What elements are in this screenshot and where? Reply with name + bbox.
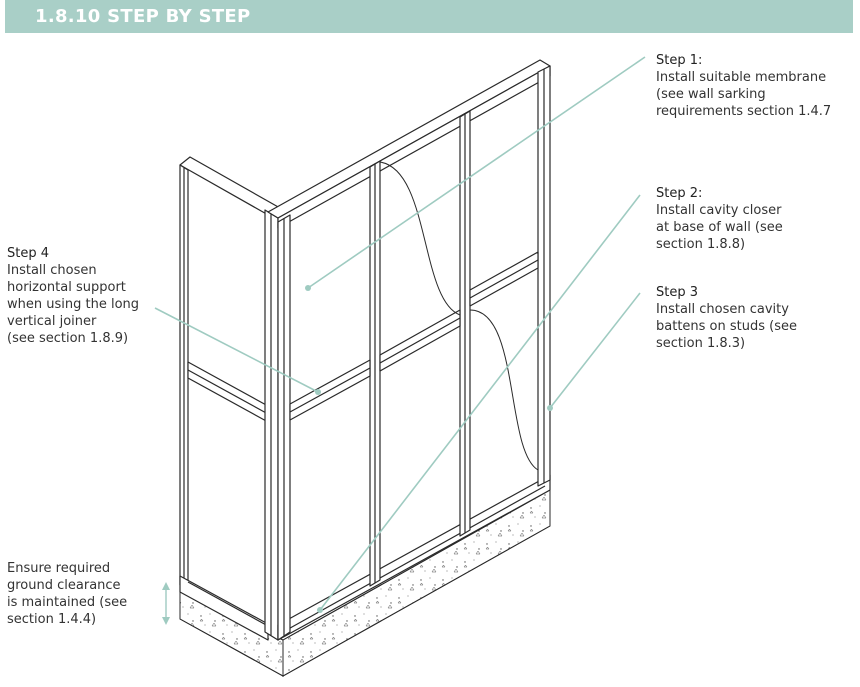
step2-line: Install cavity closer — [656, 203, 782, 218]
leader-dots — [305, 285, 553, 613]
step1-line: Install suitable membrane — [656, 70, 827, 85]
ground-clearance-line: is maintained (see — [7, 595, 128, 610]
step4-line: when using the long — [7, 297, 140, 312]
step1-line: (see wall sarking — [656, 87, 766, 102]
ground-clearance-line: section 1.4.4) — [7, 612, 97, 627]
step4-heading: Step 4 — [7, 246, 50, 261]
step4-line: horizontal support — [7, 280, 126, 295]
leader-lines — [154, 56, 646, 611]
step4-line: Install chosen — [7, 263, 97, 278]
step3-line: Install chosen cavity — [656, 302, 789, 317]
step4-callout: Step 4 Install chosen horizontal support… — [7, 245, 139, 347]
timber-frame — [179, 59, 551, 641]
step4-line: vertical joiner — [7, 314, 97, 329]
step3-line: battens on studs (see — [656, 319, 797, 334]
ground-clearance-line: Ensure required — [7, 561, 111, 576]
step3-line: section 1.8.3) — [656, 336, 746, 351]
sarking-membrane-edge — [379, 161, 539, 471]
step1-line: requirements section 1.4.7 — [656, 104, 832, 119]
step1-heading: Step 1: — [656, 53, 703, 68]
step2-line: section 1.8.8) — [656, 237, 746, 252]
step3-heading: Step 3 — [656, 285, 699, 300]
step4-line: (see section 1.8.9) — [7, 331, 129, 346]
step1-callout: Step 1: Install suitable membrane (see w… — [656, 52, 831, 120]
ground-clearance-line: ground clearance — [7, 578, 121, 593]
section-header-bar: 1.8.10 STEP BY STEP — [5, 0, 853, 33]
step2-line: at base of wall (see — [656, 220, 783, 235]
ground-clearance-callout: Ensure required ground clearance is main… — [7, 560, 127, 628]
section-title: 1.8.10 STEP BY STEP — [35, 6, 251, 27]
step2-callout: Step 2: Install cavity closer at base of… — [656, 185, 783, 253]
step2-heading: Step 2: — [656, 186, 703, 201]
step3-callout: Step 3 Install chosen cavity battens on … — [656, 284, 797, 352]
ground-clearance-arrow — [162, 582, 170, 625]
